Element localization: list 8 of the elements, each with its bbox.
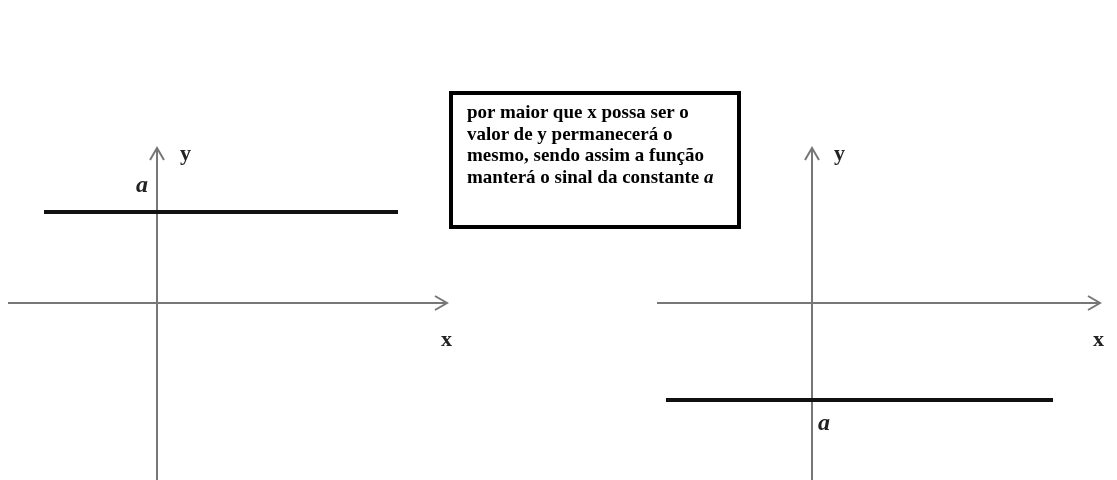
note-box <box>449 91 741 229</box>
axis-label: x <box>1093 328 1104 350</box>
axis-label: x <box>441 328 452 350</box>
note-text: por maior que x possa ser o valor de y permanecerá o mesmo, sendo assim a função manterá o sinal da constante a <box>467 101 715 187</box>
constant-label: a <box>136 172 148 196</box>
axis-label: y <box>834 142 845 164</box>
constant-label: a <box>818 410 830 434</box>
axis-label: y <box>180 142 191 164</box>
